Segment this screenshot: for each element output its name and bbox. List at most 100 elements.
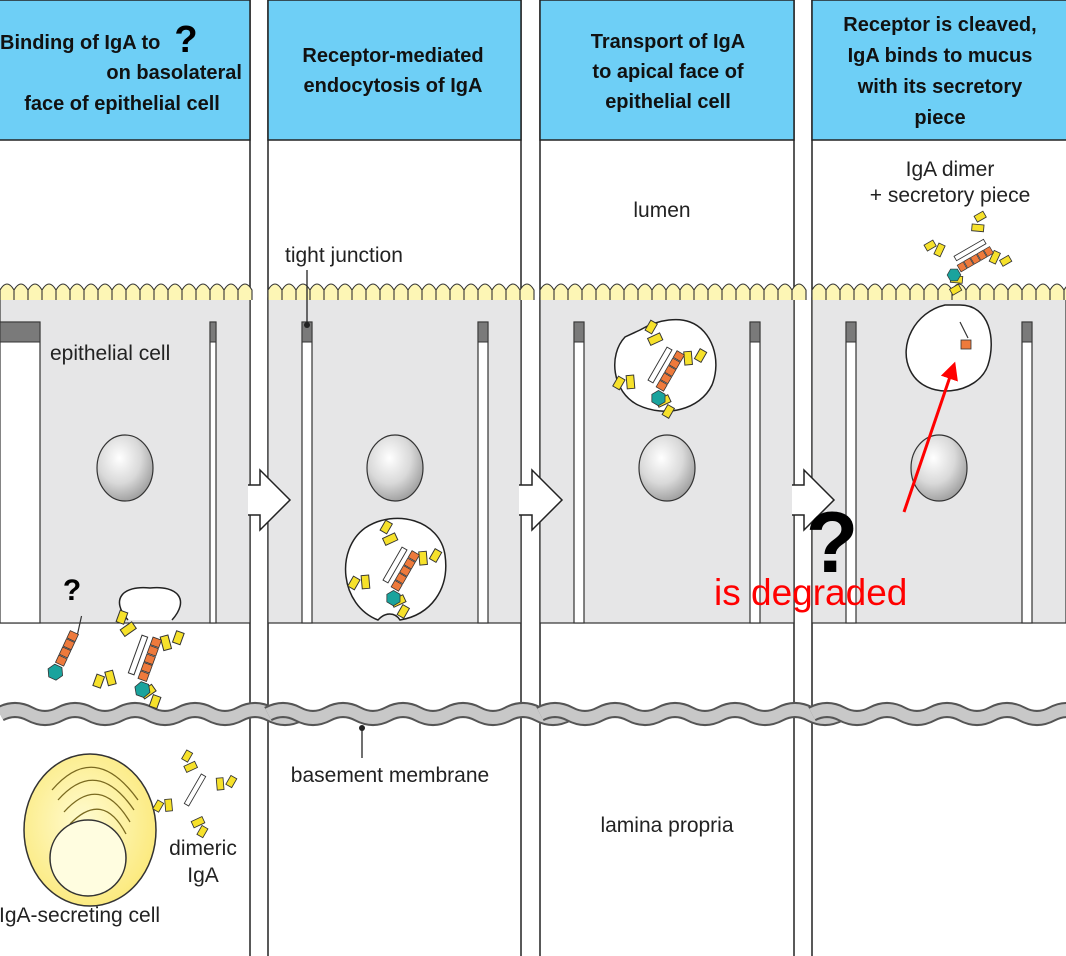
intercellular-space xyxy=(209,321,217,624)
iga-arm xyxy=(190,816,206,829)
step-arrows xyxy=(248,468,836,532)
microvilli xyxy=(811,283,1066,300)
label-basement-membrane: basement membrane xyxy=(291,764,489,787)
iga-stem xyxy=(183,773,207,807)
panel-1-header-line-1: Binding of IgA to xyxy=(0,32,160,54)
receptor-domain xyxy=(394,572,408,585)
label-dimeric: dimeric xyxy=(169,837,237,860)
panel-1-epithelium xyxy=(0,283,304,726)
label-epithelial-cell: epithelial cell xyxy=(50,342,170,365)
endocytic-pit xyxy=(118,586,182,621)
panel-1-header-line-3: face of epithelial cell xyxy=(24,93,220,115)
receptor-domain xyxy=(143,653,156,666)
receptor-domain xyxy=(54,654,68,667)
receptor-domain xyxy=(983,246,994,258)
iga-fab xyxy=(973,210,987,223)
microvilli xyxy=(0,283,253,300)
iga-arm xyxy=(646,332,664,347)
receptor-domain xyxy=(399,564,412,577)
iga-stem xyxy=(127,634,149,676)
receptor-domain xyxy=(976,249,988,261)
plasma-cell-nucleus xyxy=(49,819,127,897)
iga-fab xyxy=(225,774,238,789)
receptor-domain xyxy=(390,579,403,592)
tight-junction xyxy=(1021,321,1033,343)
iga-fab xyxy=(196,824,209,839)
receptor-domain xyxy=(956,261,968,273)
secreted-iga-panel-4 xyxy=(923,210,1013,296)
receptor-domain xyxy=(407,550,420,563)
panel-4-header-line-3: with its secretory xyxy=(857,76,1023,98)
iga-stem xyxy=(647,346,673,384)
basement-membrane xyxy=(809,704,1066,724)
iga-fab xyxy=(115,609,129,625)
receptor-domain xyxy=(140,661,153,674)
iga-stem xyxy=(382,546,408,584)
basement-membrane xyxy=(265,704,571,724)
receptor-domain xyxy=(659,372,673,385)
receptor-domain xyxy=(403,557,416,570)
receptor-domain xyxy=(664,364,677,377)
iga-fab xyxy=(347,575,361,591)
step-arrow-2 xyxy=(519,468,564,532)
iga-arm xyxy=(164,798,173,812)
secretory-component xyxy=(651,390,666,407)
molecules xyxy=(47,210,1013,839)
label-lumen: lumen xyxy=(633,199,690,222)
header-text: Binding of IgA to on basolateral face of… xyxy=(0,14,1037,129)
iga-fab xyxy=(612,375,626,391)
tight-junction xyxy=(477,321,489,343)
panel-3-header xyxy=(539,0,795,141)
tight-junction xyxy=(573,321,585,343)
iga-arm xyxy=(933,242,946,258)
iga-fab xyxy=(693,348,708,364)
secretory-component xyxy=(134,681,151,699)
is-degraded-annotation: is degraded xyxy=(714,572,907,613)
nucleus xyxy=(366,434,424,502)
question-mark-large: ? xyxy=(806,495,859,591)
iga-arm xyxy=(159,634,173,652)
panel-3-header-line-2: to apical face of xyxy=(592,61,743,83)
receptor-domain xyxy=(963,257,975,269)
iga-fab xyxy=(152,799,165,813)
iga-arm xyxy=(119,621,137,638)
iga-fab xyxy=(379,519,394,535)
receptor-domain xyxy=(668,357,681,370)
basement-membrane xyxy=(537,704,843,724)
iga-secreting-cell xyxy=(23,753,157,907)
step-arrow-3 xyxy=(792,468,836,532)
panel-2-header xyxy=(267,0,522,141)
iga-fab xyxy=(181,749,194,763)
tight-junction xyxy=(845,321,857,343)
iga-fab xyxy=(148,694,162,710)
iga-arm xyxy=(988,249,1001,265)
unbound-receptor xyxy=(47,615,83,681)
panel-4-header xyxy=(811,0,1066,141)
microvilli xyxy=(267,283,535,300)
iga-fab xyxy=(396,603,411,619)
iga-fab xyxy=(998,254,1013,267)
question-mark-small: ? xyxy=(63,574,81,607)
iga-fab xyxy=(948,283,963,296)
iga-arm xyxy=(104,669,117,687)
receptor-domain xyxy=(66,630,79,643)
panel-2-header-line-1: Receptor-mediated xyxy=(302,45,483,67)
receptor-stalk xyxy=(76,615,83,635)
receptor-domain xyxy=(58,646,72,659)
iga-arm xyxy=(183,760,199,774)
iga-arm xyxy=(625,374,636,390)
label-secretory-piece: + secretory piece xyxy=(870,184,1031,207)
label-tight-junction: tight junction xyxy=(285,244,403,267)
iga-arm xyxy=(215,777,225,791)
receptor-domain xyxy=(672,350,685,363)
labels: epithelial cell dimeric IgA IgA-secretin… xyxy=(0,158,1030,927)
secretory-component xyxy=(946,268,962,282)
free-dimeric-iga xyxy=(152,749,238,839)
panel-3-header-line-3: epithelial cell xyxy=(605,91,731,113)
vesicles xyxy=(118,304,992,621)
iga-arm xyxy=(418,550,428,566)
intercellular-space xyxy=(0,321,41,624)
intercellular-space xyxy=(573,321,585,624)
tight-junction-dot xyxy=(304,322,310,328)
receptor-domain xyxy=(62,638,76,651)
